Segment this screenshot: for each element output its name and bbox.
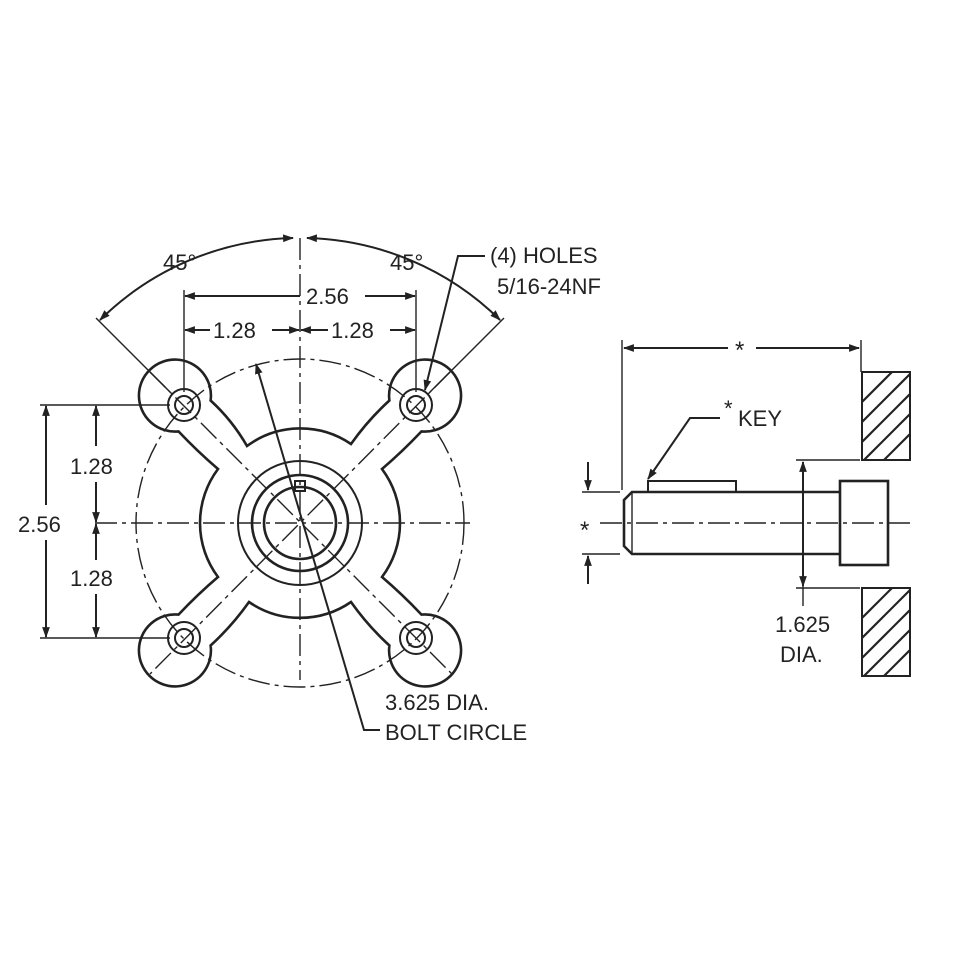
mounting-wall-upper xyxy=(861,371,911,461)
holes-callout-line2: 5/16-24NF xyxy=(497,274,601,299)
bolt-circle-line1: 3.625 DIA. xyxy=(385,690,489,715)
angle-label-right: 45° xyxy=(390,250,423,275)
flange-outline xyxy=(137,358,463,688)
angle-ext-left xyxy=(95,317,171,393)
key-leader xyxy=(647,417,720,480)
angle-ext-right xyxy=(429,317,505,393)
shaft-key xyxy=(647,480,737,493)
length-mark: * xyxy=(735,337,744,364)
dim-top-right-half: 1.28 xyxy=(331,318,374,343)
holes-callout-line1: (4) HOLES xyxy=(490,243,598,268)
diagonal-centerline-b xyxy=(149,371,451,675)
key-label: KEY xyxy=(738,406,782,431)
bolt-circle-leader xyxy=(255,362,380,731)
bolt-circle-line2: BOLT CIRCLE xyxy=(385,720,527,745)
bolt-hole-bottom-left xyxy=(167,621,201,655)
pilot-dia-line2: DIA. xyxy=(780,642,823,667)
holes-leader xyxy=(423,255,485,392)
bolt-hole-bottom-right xyxy=(399,621,433,655)
key-asterisk: * xyxy=(724,396,733,421)
angle-label-left: 45° xyxy=(163,250,196,275)
front-view: 45° 45° 2.56 1.28 1.28 2.56 1.28 1.28 (4… xyxy=(18,234,601,745)
dim-side-overall: 2.56 xyxy=(18,512,61,537)
angle-dimension-arc-left xyxy=(99,234,295,321)
shaft-circle xyxy=(262,485,338,561)
dim-top-overall: 2.56 xyxy=(306,284,349,309)
dim-side-upper-half: 1.28 xyxy=(70,454,113,479)
dim-side-lower-half: 1.28 xyxy=(70,566,113,591)
pilot-dia-line1: 1.625 xyxy=(775,612,830,637)
dim-top-left-half: 1.28 xyxy=(213,318,256,343)
bolt-hole-top-left xyxy=(167,388,201,422)
shaft-dia-mark: * xyxy=(580,517,589,544)
angle-dimension-arc-right xyxy=(305,234,501,321)
side-view: * * KEY * 1.625 DIA. xyxy=(580,337,911,677)
bolt-hole-top-right xyxy=(399,388,433,422)
mounting-wall-lower xyxy=(861,587,911,677)
